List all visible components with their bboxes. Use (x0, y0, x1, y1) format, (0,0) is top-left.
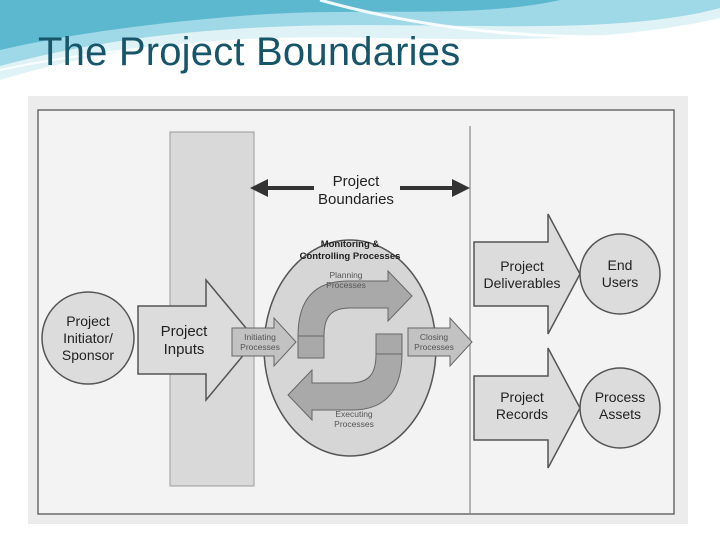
end-users-label-line1: End (608, 257, 633, 273)
deliverables-label-line1: Project (500, 258, 544, 274)
executing-label-line1: Executing (335, 409, 373, 419)
initiating-label-line2: Processes (240, 342, 280, 352)
executing-label-line2: Processes (334, 419, 374, 429)
closing-arrow (407, 316, 473, 368)
boundaries-label-line2: Boundaries (318, 191, 394, 208)
slide-title: The Project Boundaries (38, 30, 461, 74)
process-cycle-arrows (287, 269, 413, 422)
initiator-label-line3: Sponsor (62, 347, 114, 363)
boundaries-arrow (250, 179, 470, 197)
inputs-label-line2: Inputs (164, 341, 205, 358)
end-users-circle (579, 233, 661, 315)
initiator-circle (41, 291, 135, 385)
planning-label-line1: Planning (329, 270, 362, 280)
initiating-label-line1: Initiating (244, 332, 276, 342)
end-users-label-line2: Users (602, 274, 639, 290)
records-label-line2: Records (496, 406, 548, 422)
project-boundaries-diagram: Project Boundaries Project Initiator/ Sp… (28, 96, 688, 524)
initiator-label-line1: Project (66, 313, 110, 329)
process-assets-label-line1: Process (595, 389, 646, 405)
process-assets-circle (579, 367, 661, 449)
deliverables-arrow (473, 213, 581, 335)
process-assets-label-line2: Assets (599, 406, 641, 422)
planning-label-line2: Processes (326, 280, 366, 290)
monitoring-label-line2: Controlling Processes (300, 251, 401, 262)
initiator-label-line2: Initiator/ (63, 330, 113, 346)
monitoring-label-line1: Monitoring & (321, 239, 380, 250)
deliverables-label-line2: Deliverables (483, 275, 560, 291)
boundaries-label-line1: Project (333, 173, 381, 190)
initiating-arrow (231, 316, 297, 368)
inputs-arrow (137, 277, 257, 403)
inputs-label-line1: Project (161, 323, 209, 340)
records-arrow (473, 347, 581, 469)
closing-label-line1: Closing (420, 332, 449, 342)
header-swoosh (0, 0, 720, 80)
records-label-line1: Project (500, 389, 544, 405)
closing-label-line2: Processes (414, 342, 454, 352)
